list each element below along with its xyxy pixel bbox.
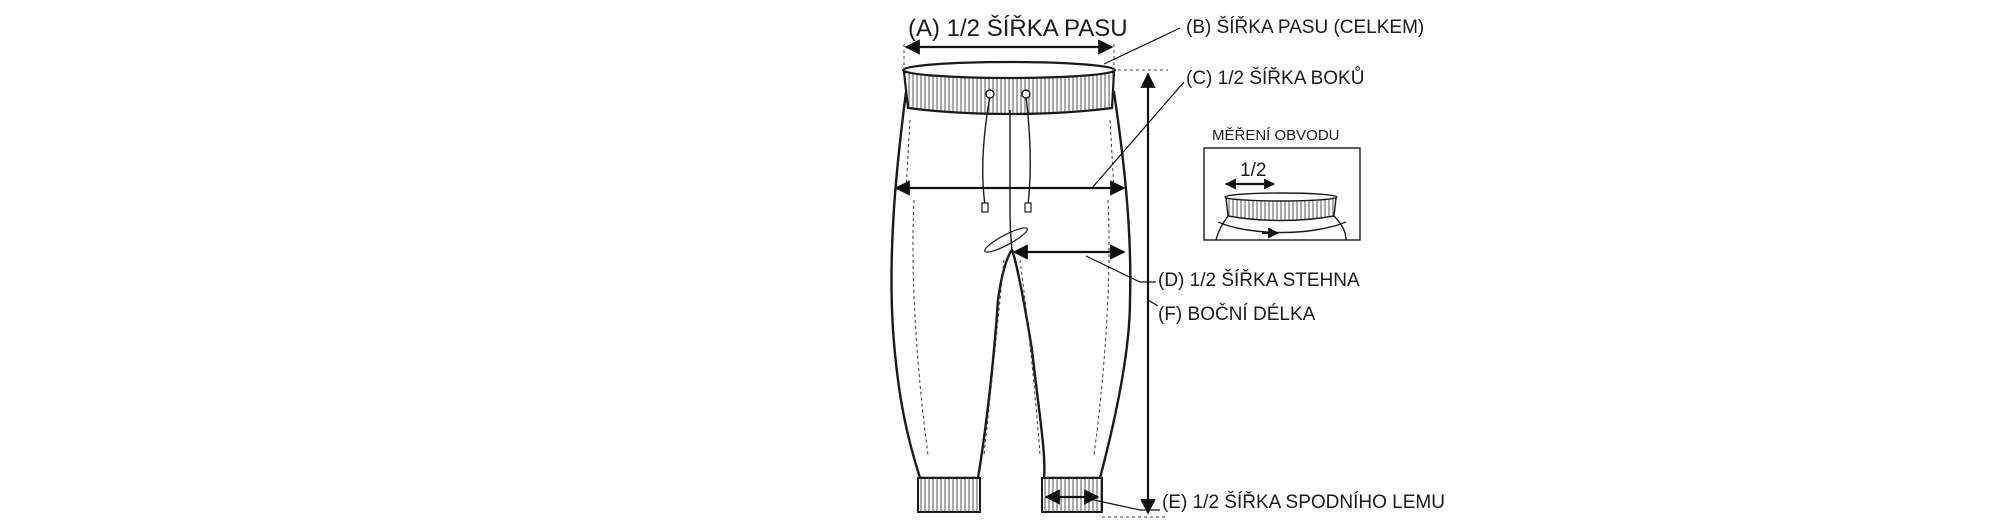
inset-back-curve [1217,221,1347,234]
crotch-marker [984,227,1028,253]
pants-drawing [890,60,1132,513]
side-seam-left [912,199,929,456]
inset-title: MĚŘENÍ OBVODU [1212,127,1340,144]
inset-body-left [1215,215,1229,241]
inner-seam-right [1019,259,1041,456]
inset-body-right [1333,215,1347,241]
side-seam-right [1093,199,1110,456]
waistband [902,70,1116,116]
leader-e [1093,499,1160,511]
center-front-seam [1009,110,1013,251]
leader-b [1103,27,1181,65]
inset-waistband [1225,197,1337,222]
label-e: (E) 1/2 ŠÍŘKA SPODNÍHO LEMU [1162,491,1445,513]
waist-opening [901,60,1117,80]
label-d: (D) 1/2 ŠÍŘKA STEHNA [1158,269,1360,291]
pants-body-outline [890,90,1132,480]
leader-c [1091,81,1185,189]
label-f: (F) BOČNÍ DÉLKA [1158,303,1316,325]
label-b: (B) ŠÍŘKA PASU (CELKEM) [1186,16,1424,38]
inset-half-label: 1/2 [1240,160,1266,181]
label-c: (C) 1/2 ŠÍŘKA BOKŮ [1186,67,1364,89]
leader-f [1147,299,1159,307]
circumference-inset: MĚŘENÍ OBVODU 1/2 [1203,127,1361,241]
cuff-left [917,477,981,513]
inner-seam-left [983,259,1005,456]
cuff-right [1041,477,1103,513]
label-a: (A) 1/2 ŠÍŘKA PASU [908,14,1128,42]
dimension-lines [894,27,1185,518]
